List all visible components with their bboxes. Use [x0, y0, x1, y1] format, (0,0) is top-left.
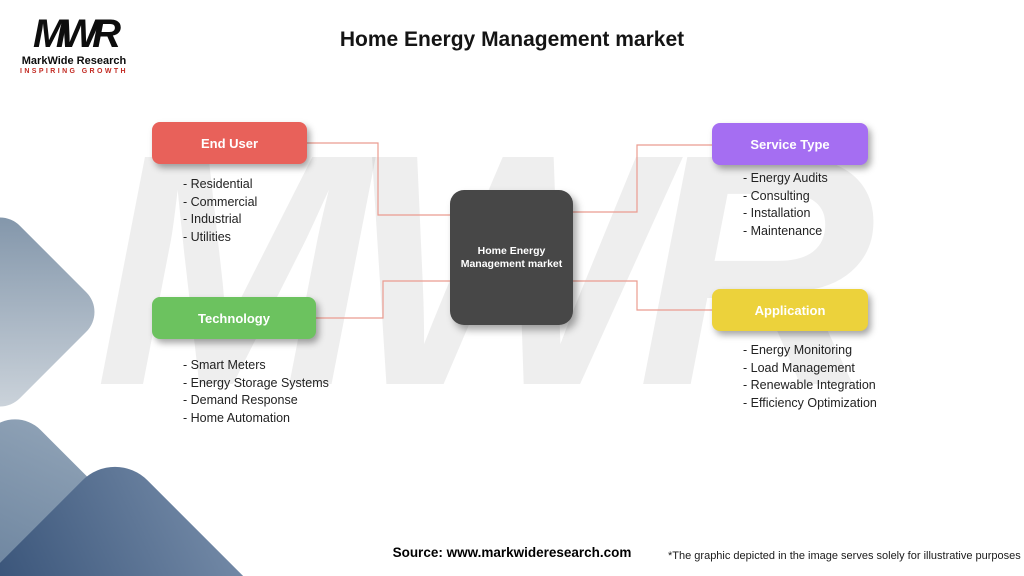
node-application-label: Application — [754, 302, 826, 318]
list-item: Maintenance — [743, 223, 828, 241]
list-item: Commercial — [183, 194, 258, 212]
list-item: Home Automation — [183, 410, 329, 428]
center-node: Home Energy Management market — [450, 190, 573, 325]
list-item: Consulting — [743, 188, 828, 206]
list-item: Smart Meters — [183, 357, 329, 375]
node-end-user-label: End User — [200, 135, 259, 151]
node-service-type-label: Service Type — [750, 136, 830, 152]
list-item: Installation — [743, 205, 828, 223]
node-end-user: End User — [152, 122, 307, 164]
list-item: Energy Monitoring — [743, 342, 877, 360]
list-item: Residential — [183, 176, 257, 194]
node-technology: Technology — [152, 297, 316, 339]
list-service-type: Energy Audits Consulting Installation Ma… — [743, 170, 828, 240]
logo-mark: MWR — [33, 12, 121, 56]
list-item: Demand Response — [183, 392, 329, 410]
list-item: Efficiency Optimization — [743, 395, 877, 413]
node-service-type: Service Type — [712, 123, 868, 165]
list-item: Energy Audits — [743, 170, 828, 188]
list-item: Utilities — [183, 229, 257, 247]
disclaimer-text: *The graphic depicted in the image serve… — [668, 550, 1021, 562]
logo-name: MarkWide Research — [21, 55, 127, 67]
center-node-label: Home Energy Management market — [460, 244, 563, 270]
source-text: Source: www.markwideresearch.com — [392, 545, 632, 560]
logo-tagline: INSPIRING GROWTH — [19, 68, 128, 75]
node-technology-label: Technology — [198, 310, 270, 326]
brand-logo: MWR MarkWide Research INSPIRING GROWTH — [18, 14, 130, 75]
list-end-user: Residential Commercial Industrial Utilit… — [183, 176, 258, 247]
list-item: Energy Storage Systems — [183, 375, 329, 393]
list-technology: Smart Meters Energy Storage Systems Dema… — [183, 357, 329, 427]
node-application: Application — [712, 289, 868, 331]
list-item: Industrial — [183, 211, 257, 229]
list-item: Load Management — [743, 360, 877, 378]
list-item: Renewable Integration — [743, 377, 877, 395]
corner-decoration-upper — [0, 205, 107, 419]
page-title: Home Energy Management market — [339, 28, 685, 51]
list-application: Energy Monitoring Load Management Renewa… — [743, 342, 877, 412]
